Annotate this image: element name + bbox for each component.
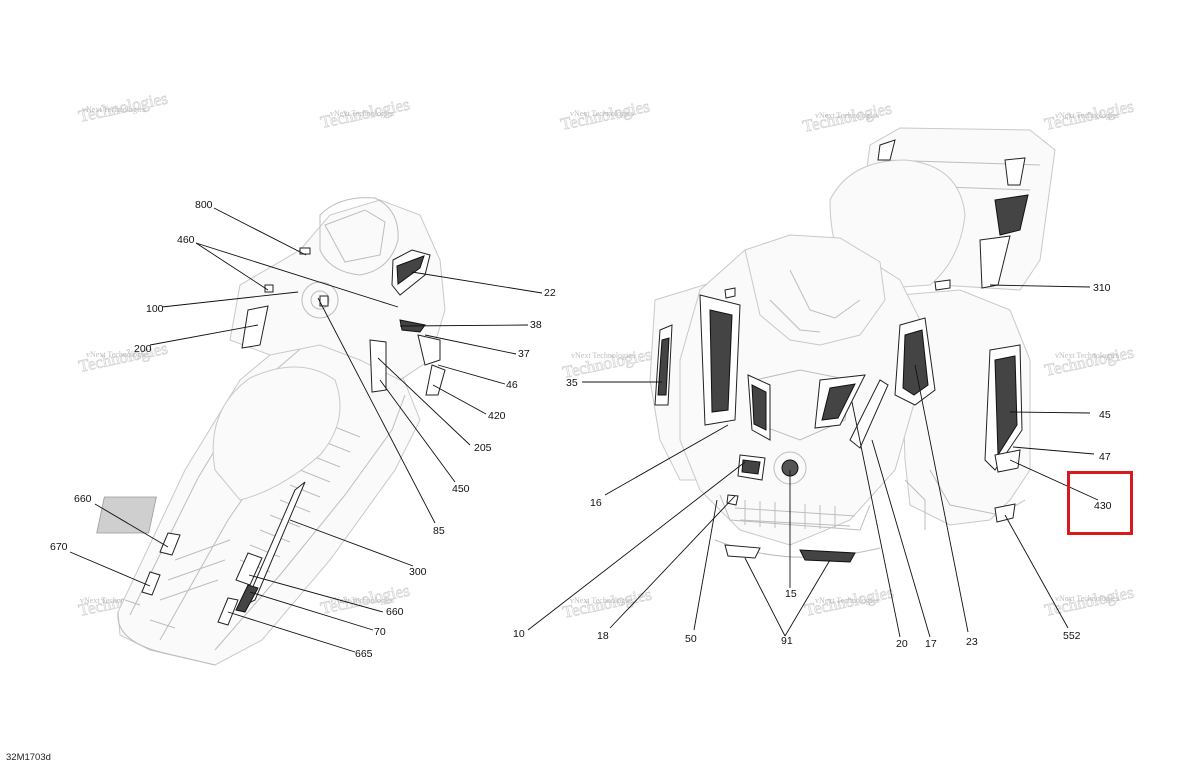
watermark-text: vNext Technologies [1055, 594, 1119, 603]
callout-label: 665 [355, 648, 373, 660]
callout-label: 23 [966, 636, 978, 648]
callout-label: 450 [452, 483, 470, 495]
callout-label: 37 [518, 348, 530, 360]
callout-label: 91 [781, 635, 793, 647]
callout-label: 660 [74, 493, 92, 505]
callout-label: 85 [433, 525, 445, 537]
left-snowmobile-drawing [96, 197, 446, 666]
right-snowmobile-drawing [649, 127, 1056, 563]
callout-label: 38 [530, 319, 542, 331]
svg-text:Technologies: Technologies [1043, 343, 1135, 380]
callout-label: 15 [785, 588, 797, 600]
watermark-text: vNext Technologies [1055, 351, 1119, 360]
callout-label: 205 [474, 442, 492, 454]
callout-label: 100 [146, 303, 164, 315]
watermark-text: vNext Technologies [815, 111, 879, 120]
callout-label: 18 [597, 630, 609, 642]
watermark-text: vNext Technologies [330, 109, 394, 118]
callout-label: 10 [513, 628, 525, 640]
watermark-text: vNext Technologies [815, 596, 879, 605]
callout-label: 300 [409, 566, 427, 578]
callout-label: 50 [685, 633, 697, 645]
callout-label: 20 [896, 638, 908, 650]
callout-label: 460 [177, 234, 195, 246]
watermark-text: vNext Technologies [330, 596, 394, 605]
watermark-text: vNext Technologies [82, 105, 146, 114]
diagram-code: 32M1703d [6, 752, 51, 763]
highlight-box [1067, 471, 1133, 535]
watermark-text: vNext Technologies [1055, 111, 1119, 120]
watermark-text: vNext Technologies [570, 596, 634, 605]
callout-label: 22 [544, 287, 556, 299]
callout-label: 46 [506, 379, 518, 391]
callout-label: 45 [1099, 409, 1111, 421]
callout-label: 670 [50, 541, 68, 553]
watermark-text: vNext Technologies [571, 351, 635, 360]
watermark-text: vNext Technologies [86, 350, 150, 359]
callout-label: 35 [566, 377, 578, 389]
leader-lines [69, 207, 1099, 653]
callout-label: 16 [590, 497, 602, 509]
callout-label: 17 [925, 638, 937, 650]
watermark-text: vNext Technologies [80, 596, 144, 605]
callout-label: 660 [386, 606, 404, 618]
callout-label: 200 [134, 343, 152, 355]
callout-label: 420 [488, 410, 506, 422]
callout-label: 47 [1099, 451, 1111, 463]
callout-label: 800 [195, 199, 213, 211]
callout-label-430: 430 [1094, 500, 1112, 512]
callout-label: 310 [1093, 282, 1111, 294]
watermark-text: vNext Technologies [570, 109, 634, 118]
callout-labels: 800 460 100 200 22 38 37 46 420 205 450 … [50, 199, 1112, 660]
callout-label: 552 [1063, 630, 1081, 642]
callout-label: 70 [374, 626, 386, 638]
